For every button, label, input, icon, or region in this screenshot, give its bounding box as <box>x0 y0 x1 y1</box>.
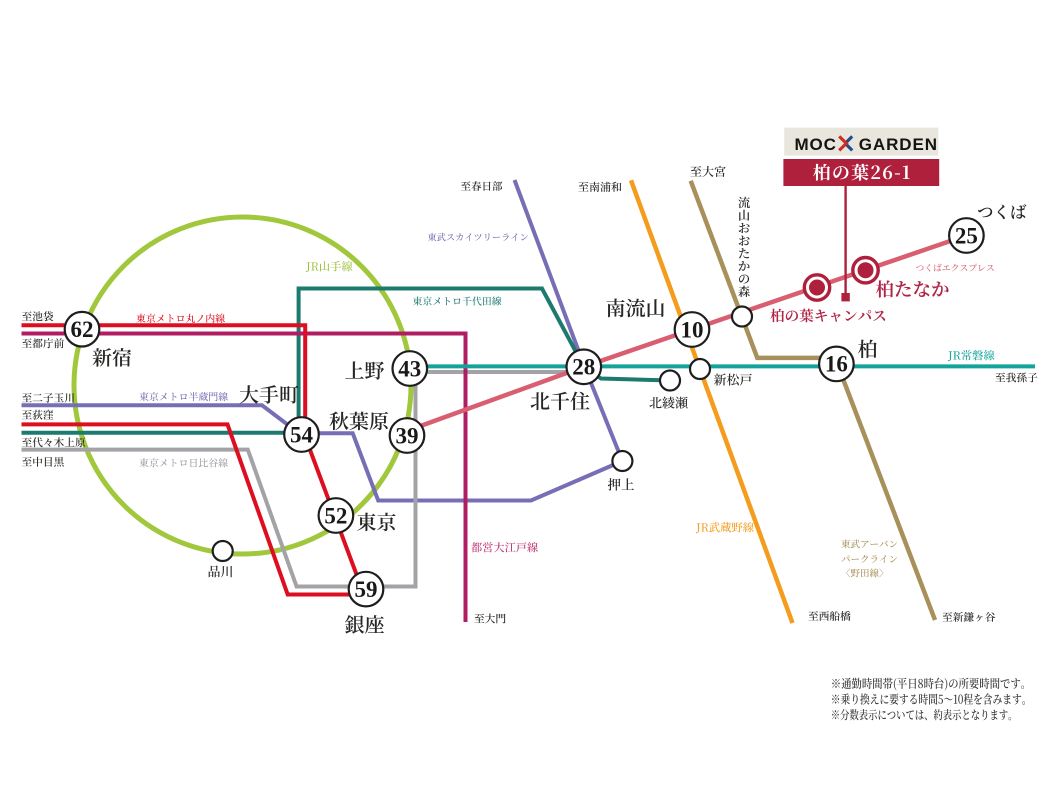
svg-text:39: 39 <box>396 423 419 448</box>
svg-text:59: 59 <box>355 577 378 602</box>
svg-text:62: 62 <box>71 317 94 342</box>
svg-text:16: 16 <box>825 352 848 377</box>
svg-text:25: 25 <box>955 223 978 248</box>
svg-text:MOC: MOC <box>795 135 837 154</box>
svg-text:28: 28 <box>572 355 595 380</box>
svg-text:10: 10 <box>681 317 704 342</box>
svg-text:52: 52 <box>324 503 347 528</box>
svg-text:43: 43 <box>398 356 421 381</box>
svg-text:GARDEN: GARDEN <box>859 135 938 154</box>
svg-text:54: 54 <box>290 422 314 447</box>
